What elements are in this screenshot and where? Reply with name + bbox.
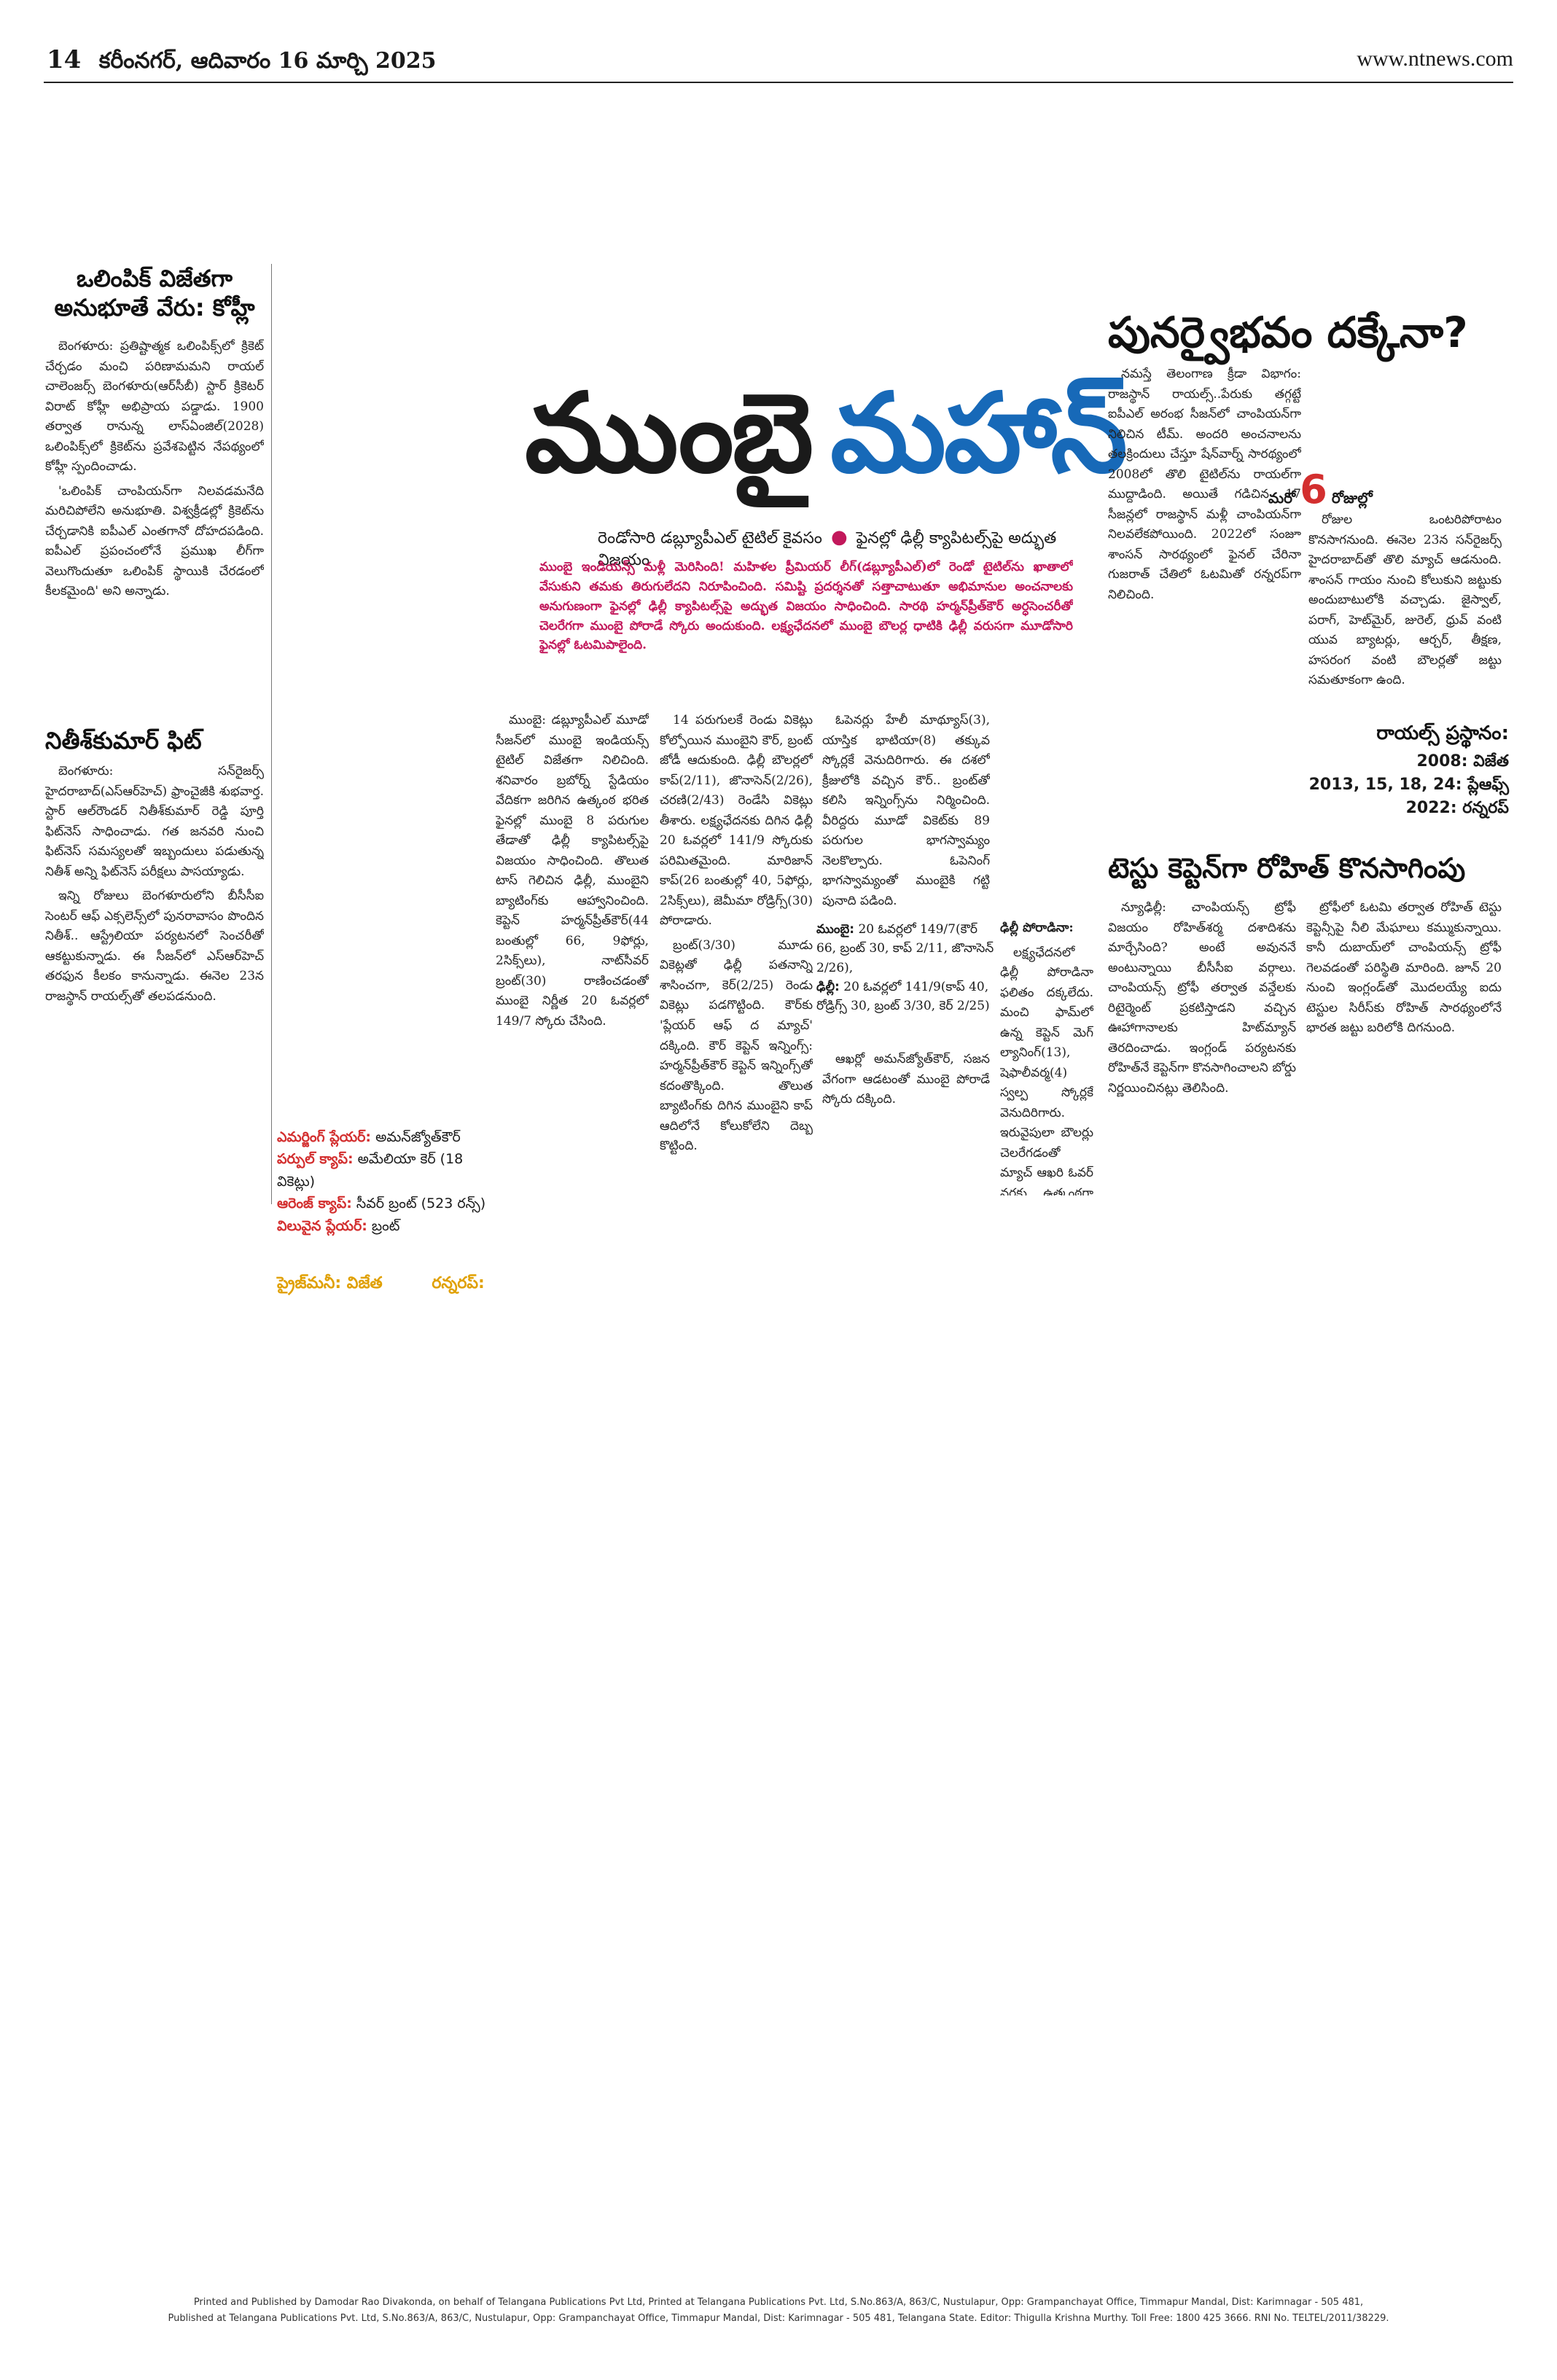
nitish-paragraph: బెంగళూరు: సన్‌రైజర్స్ హైదరాబాద్(ఎస్‌ఆర్‌… (45, 764, 264, 879)
rohit-body-col-1: న్యూఢిల్లీ: చాంపియన్స్ ట్రోఫీ విజయం రోహి… (1108, 898, 1296, 1197)
delhi-fight-box: ఢిల్లీ పోరాడినా: లక్ష్యఛేదనలో ఢిల్లీ పోర… (1000, 918, 1093, 1195)
kohli-paragraph: బెంగళూరు: ప్రతిష్టాత్మక ఒలింపిక్స్‌లో క్… (45, 339, 264, 475)
page-folio: 14 కరీంనగర్, ఆదివారం 16 మార్చి 2025 (47, 45, 437, 79)
award-row: ఆరెంజ్ క్యాప్: సీవర్ బ్రంట్ (523 రన్స్) (277, 1193, 488, 1214)
nitish-headline: నితీశ్‌కుమార్ ఫిట్ (45, 727, 202, 754)
delhi-fight-text: లక్ష్యఛేదనలో ఢిల్లీ పోరాడినా ఫలితం దక్కల… (1000, 945, 1093, 1195)
print-line: Printed and Published by Damodar Rao Div… (146, 2295, 1411, 2327)
award-row: విలువైన ప్లేయర్: బ్రంట్ (277, 1215, 488, 1237)
royals-body-col-1: నమస్తే తెలంగాణ క్రీడా విభాగం: రాజస్థాన్ … (1108, 364, 1301, 696)
award-key: పర్పుల్ క్యాప్: (277, 1151, 354, 1168)
score-label-delhi: ఢిల్లీ: (816, 980, 840, 995)
website-link[interactable]: www.ntnews.com (1357, 47, 1513, 71)
kohli-story-body: బెంగళూరు: ప్రతిష్టాత్మక ఒలింపిక్స్‌లో క్… (45, 337, 264, 716)
award-key: విలువైన ప్లేయర్: (277, 1217, 367, 1234)
page-number: 14 (47, 45, 82, 74)
main-paragraph: 14 పరుగులకే రెండు వికెట్లు కోల్పోయిన ముం… (660, 713, 813, 929)
award-key: ఎమర్జింగ్ ప్లేయర్: (277, 1129, 372, 1145)
kohli-headline: ఒలింపిక్ విజేతగా అనుభూతే వేరు: కోహ్లీ (54, 265, 255, 321)
main-paragraph: బ్రంట్(3/30) మూడు వికెట్లతో ఢిల్లీ పతనాన… (660, 937, 813, 1154)
lede-text: ముంబై ఇండియన్స్ మళ్లీ మెరిసింది! మహిళల ప… (539, 560, 1073, 653)
main-body-col-2: 14 పరుగులకే రెండు వికెట్లు కోల్పోయిన ముం… (660, 711, 813, 1195)
rohit-paragraph: న్యూఢిల్లీ: చాంపియన్స్ ట్రోఫీ విజయం రోహి… (1108, 900, 1296, 1096)
nitish-paragraph: ఇన్ని రోజులు బెంగళూరులోని బీసీసీఐ సెంటర్… (45, 889, 264, 1004)
headline-word-mahan: మహాన్ (830, 370, 1128, 497)
royals-history-line: 2022: రన్నరప్ (1405, 799, 1509, 817)
nitish-story-body: బెంగళూరు: సన్‌రైజర్స్ హైదరాబాద్(ఎస్‌ఆర్‌… (45, 762, 264, 1195)
royals-paragraph: నమస్తే తెలంగాణ క్రీడా విభాగం: రాజస్థాన్ … (1108, 367, 1301, 602)
scorecard-mumbai: ముంబై: 20 ఓవర్లలో 149/7(కౌర్ 66, బ్రంట్ … (816, 920, 999, 1016)
delhi-fight-label: ఢిల్లీ పోరాడినా: (1000, 921, 1074, 935)
main-headline: ముంబైమహాన్ (525, 379, 1128, 488)
royals-history-line: 2008: విజేత (1416, 752, 1509, 770)
prize-winner-label: ప్రైజ్‌మనీ: విజేత (277, 1274, 383, 1292)
award-value: అమన్‌జ్యోత్‌కౌర్ (375, 1129, 461, 1145)
royals-history-line: 2013, 15, 18, 24: ప్లేఆఫ్స్ (1308, 776, 1509, 794)
royals-headline: పునర్వైభవం దక్కేనా? (1108, 308, 1468, 357)
days-number: 6 (1300, 467, 1327, 512)
main-body-col-3b: ఆఖర్లో అమన్‌జ్యోత్‌కౌర్, సజన వేగంగా ఆడటం… (822, 1050, 990, 1195)
deck-part-1: రెండోసారి డబ్ల్యూపీఎల్ టైటిల్ కైవసం (598, 529, 822, 547)
award-key: ఆరెంజ్ క్యాప్: (277, 1195, 352, 1212)
royals-paragraph: రోజుల ఒంటరిపోరాటం కొనసాగనుంది. ఈనెల 23న … (1308, 512, 1502, 688)
award-row: ఎమర్జింగ్ ప్లేయర్: అమన్‌జ్యోత్‌కౌర్ (277, 1126, 488, 1148)
rohit-headline: టెస్టు కెప్టెన్‌గా రోహిత్ కొనసాగింపు (1108, 852, 1466, 884)
prize-runner-label: రన్నరప్: (432, 1274, 485, 1292)
main-paragraph: ముంబై: డబ్ల్యూపీఎల్ మూడో సీజన్‌లో ముంబై … (496, 713, 649, 1029)
award-row: పర్పుల్ క్యాప్: అమేలియా కెర్ (18 వికెట్ల… (277, 1148, 488, 1193)
royals-history-heading: రాయల్స్ ప్రస్థానం: (1376, 722, 1509, 744)
lede-paragraph: ముంబై ఇండియన్స్ మళ్లీ మెరిసింది! మహిళల ప… (539, 558, 1073, 707)
main-paragraph: ఓపెనర్లు హేలీ మాథ్యూస్(3), యాస్తిక భాటియ… (822, 713, 990, 908)
awards-box: ఎమర్జింగ్ ప్లేయర్: అమన్‌జ్యోత్‌కౌర్ పర్ప… (277, 1126, 488, 1237)
headline-word-mumbai: ముంబై (525, 370, 813, 497)
imprint-line-1: Printed and Published by Damodar Rao Div… (193, 2297, 1364, 2308)
imprint-line-2: Published at Telangana Publications Pvt.… (168, 2313, 1389, 2325)
column-divider (271, 264, 272, 1204)
headline-deck: రెండోసారి డబ్ల్యూపీఎల్ టైటిల్ కైవసం ●ఫైనల… (598, 526, 1093, 573)
days-suffix: రోజుల్లో (1331, 489, 1373, 507)
prize-money-line: ప్రైజ్‌మనీ: విజేత రన్నరప్: (277, 1274, 656, 1296)
main-body-col-1: ముంబై: డబ్ల్యూపీఎల్ మూడో సీజన్‌లో ముంబై … (496, 711, 649, 1195)
score-text-mumbai: 20 ఓవర్లలో 149/7(కౌర్ 66, బ్రంట్ 30, కాప… (816, 922, 994, 975)
rohit-body-col-2: ట్రోఫీలో ఓటమి తర్వాత రోహిత్ టెస్టు కెప్ట… (1306, 898, 1502, 1197)
main-body-col-3: ఓపెనర్లు హేలీ మాథ్యూస్(3), యాస్తిక భాటియ… (822, 711, 990, 908)
main-paragraph: ఆఖర్లో అమన్‌జ్యోత్‌కౌర్, సజన వేగంగా ఆడటం… (822, 1052, 990, 1107)
bullet-dot-icon: ● (830, 526, 848, 548)
days-prefix: మరో (1268, 489, 1296, 507)
deck-part-2: ఫైనల్లో ఢిల్లీ క్యాపిటల్స్‌పై అద్భుత విజ… (598, 529, 1057, 569)
rohit-paragraph: ట్రోఫీలో ఓటమి తర్వాత రోహిత్ టెస్టు కెప్ట… (1306, 900, 1502, 1036)
header-rule (44, 82, 1513, 83)
royals-body-col-2: రోజుల ఒంటరిపోరాటం కొనసాగనుంది. ఈనెల 23న … (1308, 510, 1502, 696)
award-value: అమేలియా కెర్ (18 వికెట్లు) (277, 1151, 464, 1190)
dateline: కరీంనగర్, ఆదివారం 16 మార్చి 2025 (98, 48, 437, 74)
kohli-paragraph: 'ఒలింపిక్ చాంపియన్‌గా నిలవడమనేది మరిచిపో… (45, 483, 264, 599)
score-label-mumbai: ముంబై: (816, 922, 855, 937)
award-value: సీవర్ బ్రంట్ (523 రన్స్) (356, 1195, 486, 1212)
score-text-delhi: 20 ఓవర్లలో 141/9(కాప్ 40, రోడ్రిగ్స్ 30,… (816, 980, 990, 1014)
award-value: బ్రంట్ (371, 1217, 400, 1234)
